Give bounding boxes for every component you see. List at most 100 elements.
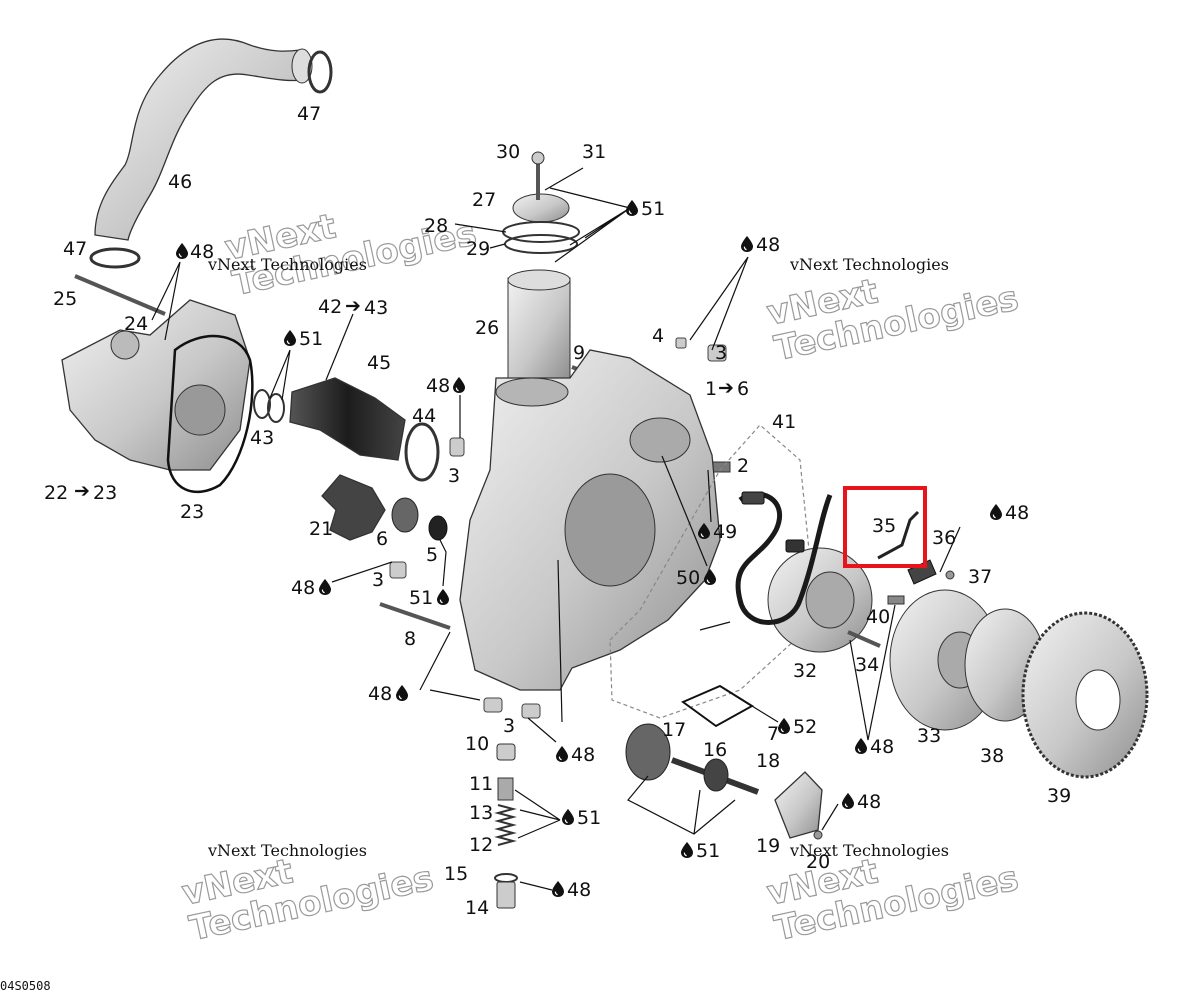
oil-drop-icon: [396, 685, 408, 701]
lube-50: 50: [676, 567, 700, 589]
watermark-top-left: vNextTechnologies vNext Technologies: [207, 206, 481, 305]
label-16: 16: [703, 739, 727, 761]
pump-outlet: [110, 330, 140, 360]
label-39: 39: [1047, 785, 1071, 807]
valve-cap-10: [496, 743, 516, 761]
label-13: 13: [469, 802, 493, 824]
oil-drop-icon: [681, 842, 693, 858]
lube-51-b: 51: [299, 328, 323, 350]
lube-51-e: 51: [696, 840, 720, 862]
label-3a: 3: [448, 465, 460, 487]
lube-48-g: 48: [870, 736, 894, 758]
cylinder-26: [507, 277, 571, 381]
bushing-4: [675, 337, 687, 349]
bolt-34: [847, 630, 881, 648]
watermark-small-text: vNext Technologies: [789, 255, 949, 274]
label-7: 7: [767, 723, 779, 745]
oil-drop-icon: [562, 809, 574, 825]
o-ring-28: [502, 221, 580, 243]
gasket-23: [166, 334, 254, 494]
label-1-ref: 6: [737, 378, 749, 400]
label-32: 32: [793, 660, 817, 682]
lube-48-e: 48: [291, 577, 315, 599]
wire-connector: [741, 491, 765, 505]
lube-48-a: 48: [190, 241, 214, 263]
o-ring-29: [504, 234, 578, 254]
oil-drop-icon: [284, 330, 296, 346]
lube-52: 52: [793, 716, 817, 738]
label-37: 37: [968, 566, 992, 588]
screw-head-30: [531, 151, 545, 165]
figure-code: 04S0508: [0, 979, 51, 992]
lube-49: 49: [713, 521, 737, 543]
spring-13: [494, 804, 517, 846]
piston-11: [497, 777, 514, 801]
watermark-top-right: vNextTechnologies vNext Technologies: [763, 255, 1023, 370]
lube-48-i: 48: [857, 791, 881, 813]
label-3c: 3: [503, 715, 515, 737]
label-2: 2: [737, 455, 749, 477]
housing-bore-top: [495, 377, 569, 407]
watermark-small-text: vNext Technologies: [207, 255, 367, 274]
oil-drop-icon: [990, 504, 1002, 520]
gasket-7: [680, 684, 754, 728]
lube-51-d: 51: [577, 807, 601, 829]
label-42: 42: [318, 296, 342, 318]
label-5: 5: [426, 544, 438, 566]
o-ring-43a: [253, 389, 271, 419]
lube-51-c: 51: [409, 587, 433, 609]
screw-20: [813, 830, 823, 840]
oil-drop-icon: [319, 579, 331, 595]
gear-17: [625, 723, 671, 781]
arrow-1: ➔: [718, 377, 734, 399]
bushing-3b: [389, 561, 407, 579]
oil-drop-icon: [552, 881, 564, 897]
label-6: 6: [376, 528, 388, 550]
stator-core: [805, 571, 855, 629]
plug-14: [496, 881, 516, 909]
label-45: 45: [367, 352, 391, 374]
oil-drop-icon: [855, 738, 867, 754]
label-21: 21: [309, 518, 333, 540]
oil-drop-icon: [842, 793, 854, 809]
oil-drop-icon: [556, 746, 568, 762]
lube-48-j: 48: [567, 879, 591, 901]
hose-end-ring: [291, 48, 313, 84]
label-9: 9: [573, 342, 585, 364]
label-27: 27: [472, 189, 496, 211]
wire-grommet: [785, 539, 805, 553]
label-47-lower: 47: [63, 238, 87, 260]
label-34: 34: [855, 654, 879, 676]
oil-drop-icon: [778, 718, 790, 734]
bushing-3c: [483, 697, 503, 713]
cover-19: [774, 771, 823, 839]
bolt-25: [74, 274, 166, 316]
highlight-box: [843, 486, 927, 568]
hose-clamp-top: [307, 50, 333, 94]
label-30: 30: [496, 141, 520, 163]
watermark-bottom-left: vNextTechnologies vNext Technologies: [178, 841, 438, 950]
clamp-44: [404, 422, 440, 482]
label-18: 18: [756, 750, 780, 772]
label-23: 23: [180, 501, 204, 523]
label-22: 22: [44, 482, 68, 504]
watermark-small-text: vNext Technologies: [207, 841, 367, 860]
lube-48-c: 48: [426, 375, 450, 397]
label-11: 11: [469, 773, 493, 795]
label-20: 20: [806, 851, 830, 873]
ring-5: [428, 515, 448, 541]
label-43: 43: [250, 427, 274, 449]
hose-fitting-45: [289, 377, 406, 461]
screw-37: [945, 570, 955, 580]
lube-48-f: 48: [368, 683, 392, 705]
lube-48-b: 48: [756, 234, 780, 256]
label-3e: 3: [715, 342, 727, 364]
bracket-36: [907, 559, 937, 585]
sensor-35: [877, 510, 920, 560]
seal-15: [494, 873, 518, 883]
label-33: 33: [917, 725, 941, 747]
lubricant-labels: 48 51 48 51 48 49 50 48 48 51 48 52 48 4…: [176, 198, 1029, 901]
label-3b: 3: [372, 569, 384, 591]
housing-bore-main: [564, 473, 656, 587]
label-15: 15: [444, 863, 468, 885]
